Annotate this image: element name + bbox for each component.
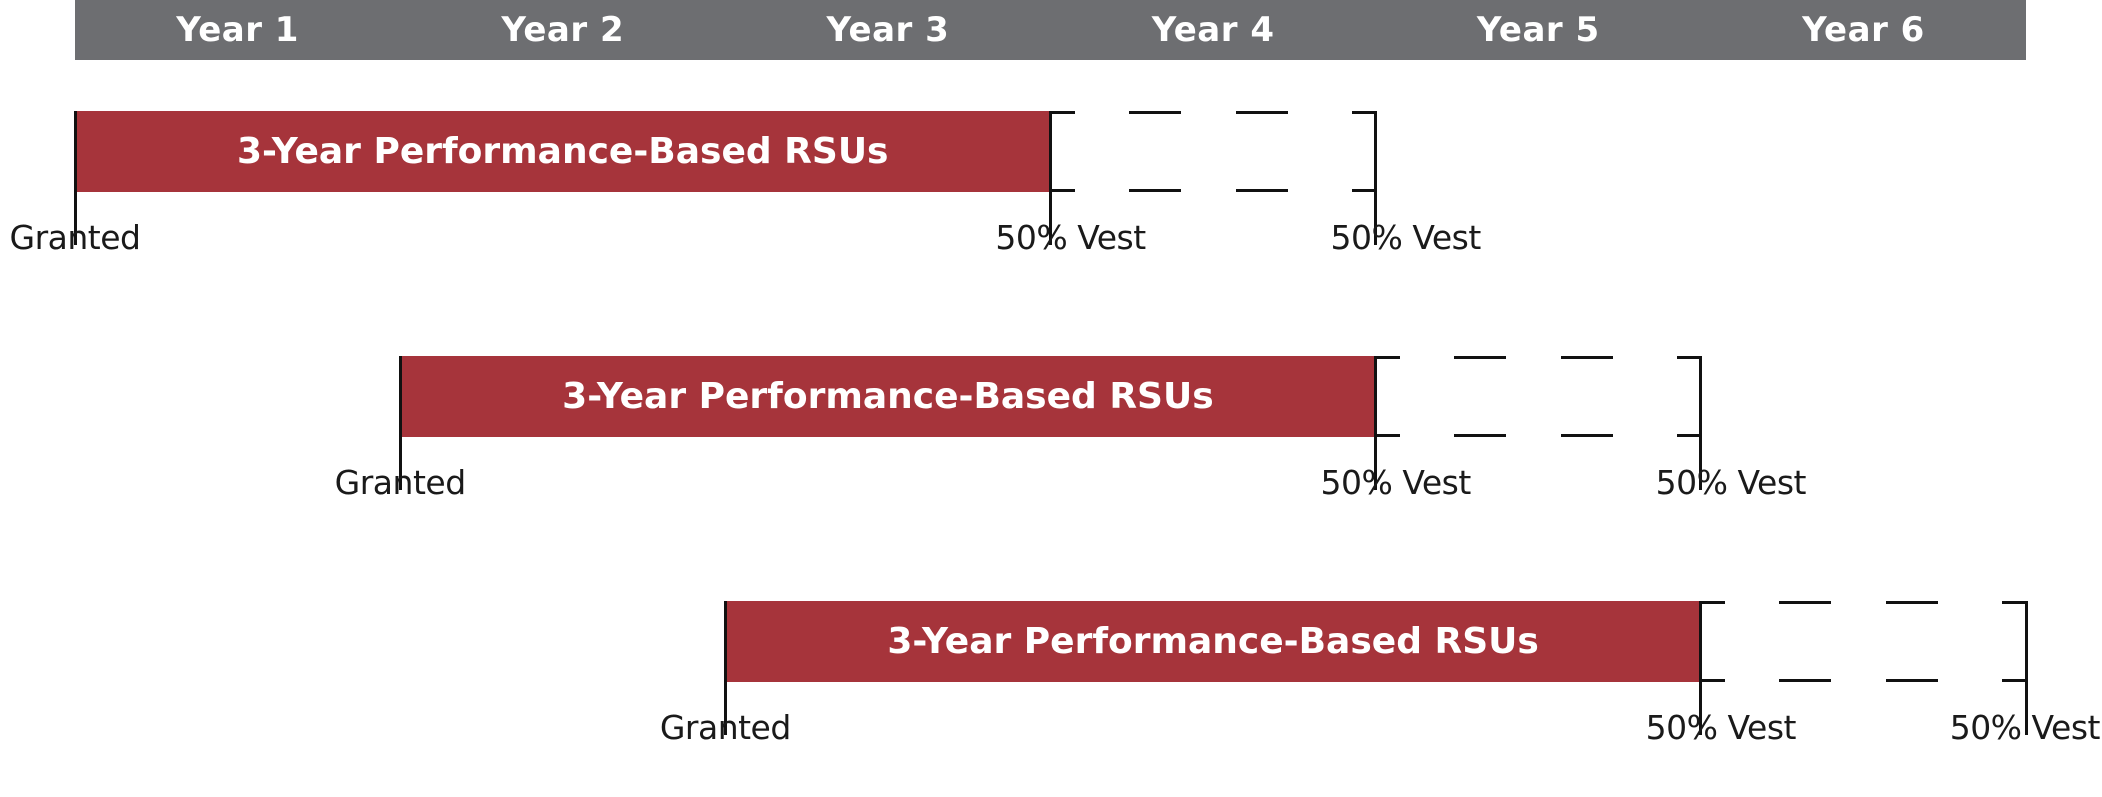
year-header: Year 1 Year 2 Year 3 Year 4 Year 5 Year 6 [75,0,2026,60]
bracket-dash [1886,679,1939,682]
granted-label: Granted [9,218,141,257]
grant-tick [398,356,402,490]
year-header-cell: Year 1 [176,10,299,50]
year-header-cell: Year 6 [1802,10,1925,50]
vest-tick [2024,601,2028,735]
vest-label: 50% Vest [1330,218,1482,257]
bracket-dash [1453,434,1506,437]
vest-label: 50% Vest [1645,708,1797,747]
year-header-cell: Year 5 [1476,10,1600,50]
vest-label: 50% Vest [1655,463,1807,502]
bracket-dash [1351,189,1376,192]
bracket-dash [1050,189,1075,192]
bracket-dash [1375,356,1400,359]
bracket-dash [1375,434,1400,437]
performance-rsu-bar: 3-Year Performance-Based RSUs [75,111,1051,192]
performance-rsu-bar: 3-Year Performance-Based RSUs [400,356,1376,437]
vest-label: 50% Vest [1320,463,1472,502]
bracket-dash [1050,111,1075,114]
vest-label: 50% Vest [995,218,1146,257]
bracket-dash [1453,356,1506,359]
grant-tick [723,601,727,735]
bracket-dash [2002,679,2026,682]
bracket-dash [1561,434,1613,437]
bracket-dash [1700,679,1725,682]
bracket-dash [1676,356,1701,359]
vest-tick [1049,111,1052,245]
bracket-dash [1886,601,1939,604]
vest-tick [1374,111,1378,245]
performance-rsu-bar: 3-Year Performance-Based RSUs [725,601,1701,682]
bracket-dash [1561,356,1613,359]
bracket-dash [1676,434,1701,437]
bracket-dash [1128,111,1181,114]
bracket-dash [1128,189,1181,192]
granted-label: Granted [334,463,466,502]
granted-label: Granted [659,708,791,747]
bracket-dash [1235,111,1288,114]
bracket-dash [1700,601,1725,604]
bracket-dash [2002,601,2026,604]
vest-tick [1374,356,1378,490]
bracket-dash [1778,601,1831,604]
vest-label: 50% Vest [1949,708,2101,747]
year-header-cell: Year 3 [826,10,950,50]
year-header-cell: Year 2 [501,10,625,50]
year-header-cell: Year 4 [1151,10,1275,50]
grant-tick [73,111,77,245]
vest-tick [1699,601,1703,735]
bracket-dash [1351,111,1376,114]
vest-tick [1699,356,1703,490]
bracket-dash [1235,189,1288,192]
bracket-dash [1778,679,1831,682]
